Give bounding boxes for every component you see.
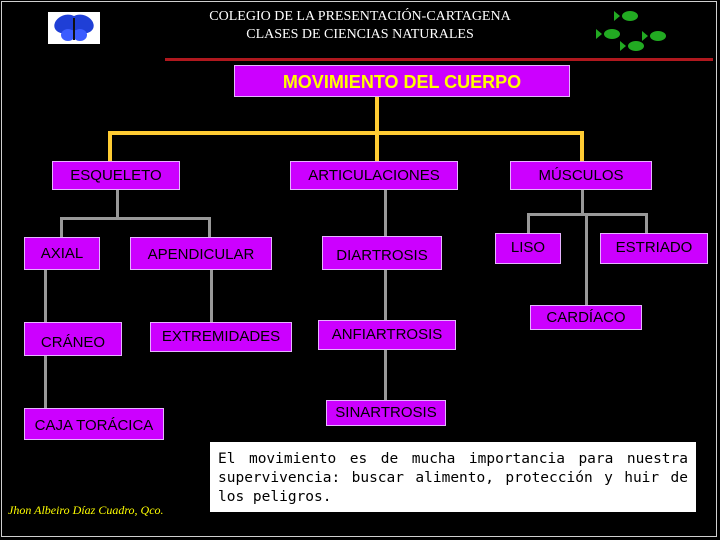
header: COLEGIO DE LA PRESENTACIÓN-CARTAGENA CLA… — [0, 8, 720, 44]
school-name: COLEGIO DE LA PRESENTACIÓN-CARTAGENA — [209, 9, 511, 24]
node-cardiaco: CARDÍACO — [530, 305, 642, 330]
node-liso: LISO — [495, 233, 561, 264]
connector — [60, 217, 63, 237]
connector — [384, 350, 387, 400]
header-rule — [165, 58, 713, 61]
node-apendicular: APENDICULAR — [130, 237, 272, 270]
connector — [384, 190, 387, 236]
connector — [108, 131, 112, 161]
node-diartrosis: DIARTROSIS — [322, 236, 442, 270]
connector — [585, 213, 588, 305]
connector — [44, 270, 47, 322]
node-extremidades: EXTREMIDADES — [150, 322, 292, 352]
fish-decoration — [596, 11, 666, 51]
node-craneo: CRÁNEO — [24, 322, 122, 356]
connector — [60, 217, 210, 220]
connector — [527, 213, 530, 233]
connector — [580, 131, 584, 161]
node-articulaciones: ARTICULACIONES — [290, 161, 458, 190]
node-esqueleto: ESQUELETO — [52, 161, 180, 190]
fish-icon — [596, 11, 666, 51]
author-credit: Jhon Albeiro Díaz Cuadro, Qco. — [8, 503, 164, 517]
node-axial: AXIAL — [24, 237, 100, 270]
connector — [208, 217, 211, 237]
connector — [645, 213, 648, 233]
node-estriado: ESTRIADO — [600, 233, 708, 264]
connector — [108, 131, 584, 135]
connector — [44, 356, 47, 408]
node-sinartrosis: SINARTROSIS — [326, 400, 446, 426]
connector — [116, 190, 119, 218]
explanatory-note: El movimiento es de mucha importancia pa… — [210, 442, 696, 512]
diagram-title: MOVIMIENTO DEL CUERPO — [234, 65, 570, 97]
connector — [581, 190, 584, 214]
butterfly-logo — [48, 12, 100, 44]
node-caja-toracica: CAJA TORÁCICA — [24, 408, 164, 440]
connector — [375, 97, 379, 133]
butterfly-icon — [54, 14, 94, 41]
node-anfiartrosis: ANFIARTROSIS — [318, 320, 456, 350]
connector — [210, 270, 213, 322]
connector — [384, 270, 387, 320]
node-musculos: MÚSCULOS — [510, 161, 652, 190]
class-name: CLASES DE CIENCIAS NATURALES — [246, 27, 474, 42]
connector — [375, 131, 379, 161]
